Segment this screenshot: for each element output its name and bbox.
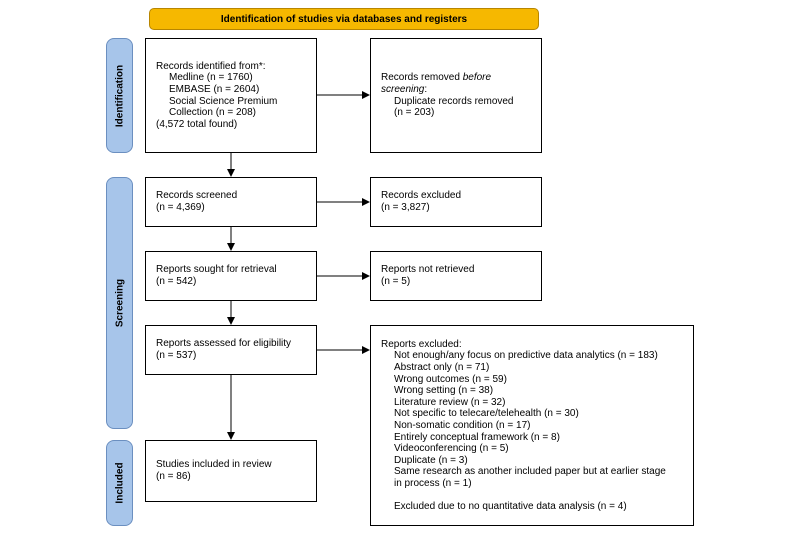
records-screened-count: (n = 4,369) [156, 202, 205, 213]
exclusion-reason: Not specific to telecare/telehealth (n =… [394, 408, 579, 420]
exclusion-reason: Wrong setting (n = 38) [394, 385, 494, 397]
exclusion-reason: Literature review (n = 32) [394, 396, 506, 408]
exclusion-reason: Wrong outcomes (n = 59) [394, 373, 507, 385]
source-medline: Medline (n = 1760) [169, 72, 253, 84]
exclusion-reason: Same research as another included paper … [394, 466, 666, 478]
reports-sought-box: Reports sought for retrieval (n = 542) [145, 251, 317, 301]
records-removed-title-1: Records removed before [381, 72, 492, 84]
exclusion-reason: Videoconferencing (n = 5) [394, 443, 509, 455]
reports-assessed-box: Reports assessed for eligibility (n = 53… [145, 325, 317, 375]
source-collection: Collection (n = 208) [169, 107, 256, 119]
records-identified-title: Records identified from*: [156, 60, 266, 72]
records-removed-box: Records removed before screening: Duplic… [370, 38, 542, 153]
reports-excluded-title: Reports excluded: [381, 338, 462, 350]
exclusion-reason: in process (n = 1) [394, 477, 472, 489]
records-screened-box: Records screened (n = 4,369) [145, 177, 317, 227]
records-excluded-count: (n = 3,827) [381, 202, 430, 213]
reports-not-retrieved-count: (n = 5) [381, 276, 411, 287]
phase-included: Included [106, 440, 133, 526]
flow-header: Identification of studies via databases … [149, 8, 539, 30]
reports-excluded-box: Reports excluded: Not enough/any focus o… [370, 325, 694, 526]
duplicates-removed-count: (n = 203) [394, 107, 435, 119]
records-screened-title: Records screened [156, 190, 238, 202]
reports-assessed-count: (n = 537) [156, 350, 197, 361]
studies-included-box: Studies included in review (n = 86) [145, 440, 317, 502]
reports-not-retrieved-title: Reports not retrieved [381, 264, 475, 276]
exclusion-reason: Duplicate (n = 3) [394, 454, 468, 466]
records-removed-title-2: screening: [381, 83, 428, 95]
reports-sought-title: Reports sought for retrieval [156, 264, 277, 276]
phase-screening: Screening [106, 177, 133, 429]
studies-included-count: (n = 86) [156, 471, 191, 482]
exclusion-reason: Not enough/any focus on predictive data … [394, 350, 658, 362]
phase-identification: Identification [106, 38, 133, 153]
header-title: Identification of studies via databases … [220, 13, 468, 25]
exclusion-reason: Abstract only (n = 71) [394, 362, 490, 374]
exclusion-reason: Non-somatic condition (n = 17) [394, 420, 531, 431]
records-excluded-box: Records excluded (n = 3,827) [370, 177, 542, 227]
studies-included-title: Studies included in review [156, 459, 272, 471]
duplicates-removed-label: Duplicate records removed [394, 95, 514, 107]
reports-not-retrieved-box: Reports not retrieved (n = 5) [370, 251, 542, 301]
reports-assessed-title: Reports assessed for eligibility [156, 338, 292, 350]
records-excluded-title: Records excluded [381, 190, 462, 202]
source-social-science: Social Science Premium [169, 95, 278, 107]
exclusion-reason-final: Excluded due to no quantitative data ana… [394, 500, 627, 512]
source-embase: EMBASE (n = 2604) [169, 83, 260, 95]
exclusion-reason: Entirely conceptual framework (n = 8) [394, 431, 560, 443]
records-identified-box: Records identified from*: Medline (n = 1… [145, 38, 317, 153]
records-identified-total: (4,572 total found) [156, 118, 238, 130]
reports-sought-count: (n = 542) [156, 276, 197, 287]
